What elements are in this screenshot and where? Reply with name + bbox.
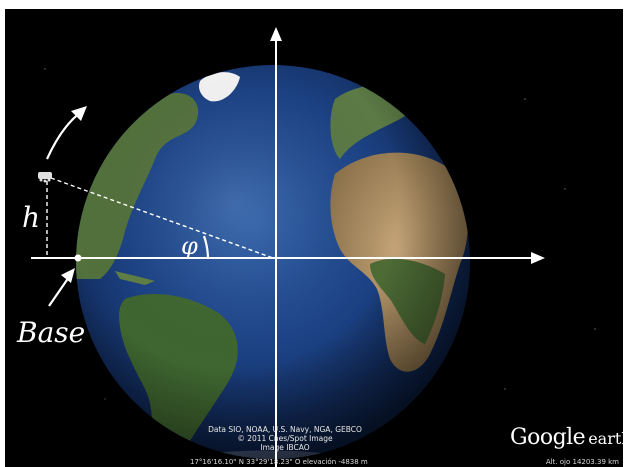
- base-marker: [48, 254, 82, 307]
- credit-line: Image IBCAO: [260, 443, 310, 452]
- vertical-axis-arrowhead: [270, 27, 282, 41]
- logo-google-text: Google: [510, 425, 586, 450]
- credit-line: © 2011 Cnes/Spot Image: [237, 434, 333, 443]
- sight-line: [50, 177, 274, 259]
- coordinate-axes: [31, 27, 545, 467]
- credit-line: Data SIO, NOAA, U.S. Navy, NGA, GEBCO: [208, 425, 362, 434]
- base-label: Base: [17, 316, 86, 349]
- starfield: [44, 68, 596, 400]
- height-label: h: [22, 201, 41, 234]
- horizontal-axis-arrowhead: [531, 252, 545, 264]
- base-point: [74, 254, 82, 262]
- altitude-readout: Alt. ojo 14203.39 km: [545, 458, 619, 466]
- earth-diagram: h φ Base Data SIO, NOAA, U.S. Navy, NGA,…: [5, 9, 623, 467]
- angle-label: φ: [181, 232, 198, 260]
- orbit-arrow-icon: [45, 106, 87, 160]
- coordinates-readout: 17°16'16.10" N 33°29'18.23" O elevación …: [190, 458, 368, 466]
- earth-globe: [76, 65, 470, 459]
- imagery-credits: Data SIO, NOAA, U.S. Navy, NGA, GEBCO © …: [185, 425, 385, 452]
- angle-arc: [202, 235, 210, 259]
- earth-illustration: [31, 27, 596, 467]
- google-earth-logo: Googleearth: [510, 427, 623, 449]
- base-arrow-head: [61, 268, 75, 283]
- logo-earth-text: earth: [588, 429, 623, 448]
- satellite-icon: [38, 172, 52, 183]
- geometry-lines: [46, 177, 274, 259]
- base-arrow-line: [48, 276, 70, 307]
